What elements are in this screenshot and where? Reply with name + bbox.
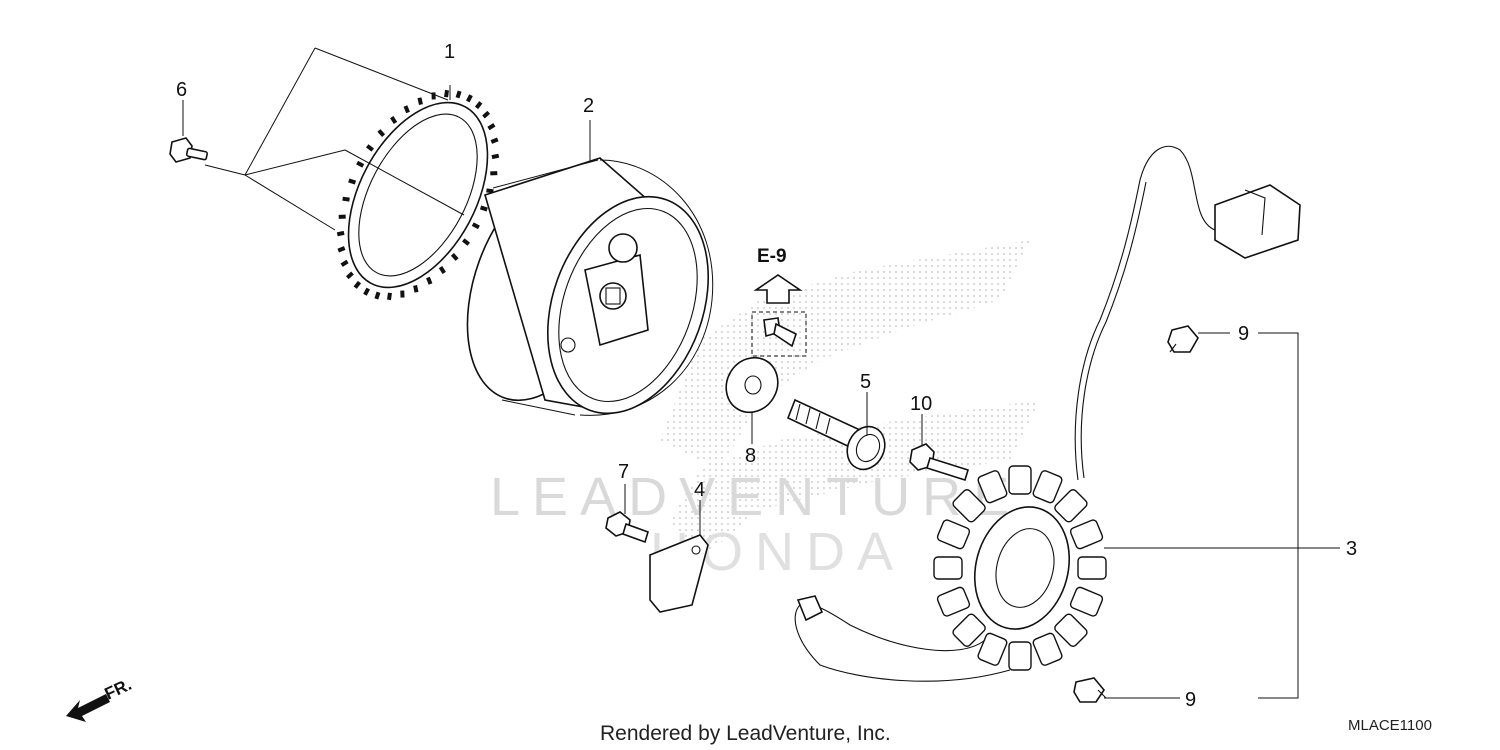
- stator-coil: [1054, 489, 1088, 523]
- callout-6[interactable]: 6: [176, 79, 187, 101]
- part-2-flywheel[interactable]: [438, 148, 737, 436]
- part-9-clip-upper[interactable]: [1167, 325, 1199, 353]
- stator-coil: [1008, 641, 1032, 671]
- stator-coil: [977, 470, 1008, 504]
- stator-coil: [933, 556, 963, 580]
- stator-coil: [1054, 613, 1088, 647]
- stator-coil: [1069, 586, 1104, 617]
- stator-coil: [936, 519, 971, 550]
- ring-tooth: [356, 160, 365, 168]
- callout-9-upper[interactable]: 9: [1238, 323, 1249, 345]
- callout-2[interactable]: 2: [583, 95, 594, 117]
- ring-tooth: [462, 238, 471, 246]
- part-6-bolt[interactable]: [169, 137, 208, 163]
- part-9-clip-lower[interactable]: [1073, 677, 1107, 703]
- callout-10[interactable]: 10: [910, 393, 932, 415]
- stator-coil: [952, 489, 986, 523]
- ring-tooth: [490, 137, 499, 144]
- ring-tooth: [365, 144, 374, 152]
- ring-tooth: [465, 94, 473, 103]
- ring-tooth: [471, 222, 480, 230]
- diagram-code: MLACE1100: [1348, 717, 1432, 734]
- front-arrow-icon: [66, 694, 110, 722]
- ring-tooth: [455, 90, 462, 99]
- ring-tooth: [426, 276, 433, 285]
- ring-tooth: [417, 97, 423, 106]
- ring-tooth: [337, 246, 346, 253]
- front-direction-indicator: FR.: [66, 675, 135, 722]
- callout-4[interactable]: 4: [694, 479, 705, 501]
- stator-coil: [1032, 632, 1063, 666]
- stator-coil: [1077, 556, 1107, 580]
- ring-tooth: [387, 292, 392, 301]
- stator-coil: [1069, 519, 1104, 550]
- part-7-bolt[interactable]: [605, 511, 649, 544]
- stator-coil: [1032, 470, 1063, 504]
- callout-5[interactable]: 5: [860, 371, 871, 393]
- watermark-line1: LEADVENTURE: [490, 467, 1021, 527]
- leader-lines-1-6: [204, 47, 465, 231]
- ring-tooth: [413, 284, 419, 293]
- leader-lines: [182, 100, 1340, 699]
- part-3-stator[interactable]: [794, 145, 1301, 682]
- callout-8[interactable]: 8: [745, 445, 756, 467]
- stator-coils: [933, 465, 1107, 671]
- part-1-reluctor-ring[interactable]: [320, 79, 516, 310]
- ring-teeth: [336, 89, 500, 301]
- stator-coil: [977, 632, 1008, 666]
- ring-tooth: [336, 230, 345, 237]
- ring-tooth: [487, 123, 496, 131]
- ring-tooth: [342, 196, 350, 202]
- stator-coil: [1008, 465, 1032, 495]
- ring-tooth: [390, 115, 398, 125]
- part-8-washer[interactable]: [716, 348, 787, 421]
- ring-tooth: [363, 287, 371, 296]
- ring-tooth: [353, 280, 362, 289]
- reference-label: E-9: [757, 246, 787, 267]
- footer-credit: Rendered by LeadVenture, Inc.: [600, 722, 891, 745]
- ring-tooth: [450, 253, 459, 261]
- stator-connector: [1214, 184, 1301, 259]
- ring-tooth: [340, 259, 349, 267]
- callouts: 1 2 6 5 10 8 7 4 9 3 9: [176, 41, 1357, 711]
- reference-e9[interactable]: E-9: [751, 246, 807, 357]
- ring-tooth: [479, 205, 488, 212]
- ring-tooth: [374, 291, 381, 300]
- ring-tooth: [403, 105, 410, 114]
- ring-tooth: [486, 188, 494, 194]
- ring-tooth: [438, 265, 446, 274]
- ring-tooth: [348, 178, 357, 185]
- stator-coil: [936, 586, 971, 617]
- callout-7[interactable]: 7: [618, 461, 629, 483]
- part-10-bolt[interactable]: [909, 443, 969, 482]
- ring-tooth: [482, 110, 491, 119]
- callout-3[interactable]: 3: [1346, 538, 1357, 560]
- ring-tooth: [444, 89, 449, 98]
- part-5-flange-bolt[interactable]: [786, 398, 892, 476]
- ring-tooth: [491, 153, 500, 160]
- reference-arrow-up-icon: [753, 274, 803, 304]
- ring-tooth: [377, 129, 386, 137]
- callout-9-lower[interactable]: 9: [1185, 689, 1196, 711]
- ring-tooth: [474, 101, 483, 110]
- ring-tooth: [345, 271, 354, 280]
- stator-coil: [952, 613, 986, 647]
- callout-1[interactable]: 1: [444, 41, 455, 63]
- watermark-wing-logo-lower: [670, 400, 1040, 560]
